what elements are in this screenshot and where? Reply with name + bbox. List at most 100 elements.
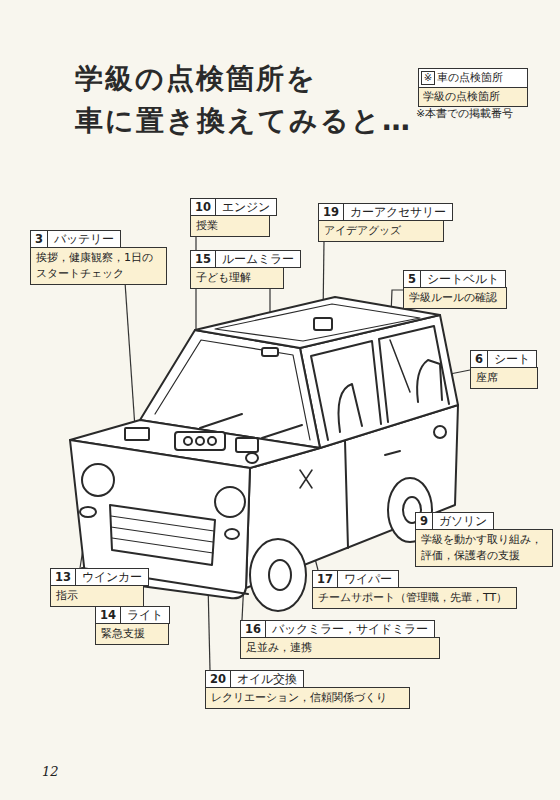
callout-number: 20 [206, 671, 231, 687]
car-part-name: ルームミラー [216, 251, 300, 267]
seat-belt [390, 340, 410, 392]
window-frame [311, 341, 381, 440]
front-seat [339, 384, 363, 432]
callout-header: 13ウインカー [50, 568, 149, 586]
engine-part [236, 438, 258, 452]
car-part-name: バックミラー，サイドミラー [266, 621, 434, 637]
callout-number: 14 [96, 607, 121, 623]
callout-header: 10エンジン [190, 198, 277, 216]
car-part-name: シート [488, 351, 536, 367]
page-number: 12 [42, 764, 59, 779]
engine-block [175, 432, 225, 450]
callout-number: 13 [51, 569, 76, 585]
class-check-item: 学級を動かす取り組み， 評価，保護者の支援 [415, 529, 553, 567]
callout-number: 10 [191, 199, 216, 215]
grille [110, 505, 215, 565]
headlight [82, 464, 114, 496]
class-check-item: 挨拶，健康観察，1日の スタートチェック [30, 247, 167, 285]
body-mark [300, 470, 312, 488]
callout-box: 5シートベルト学級ルールの確認 [403, 270, 507, 309]
callout-box: 17ワイパーチームサポート（管理職，先輩，TT） [312, 570, 517, 609]
callout-number: 3 [31, 231, 48, 247]
callout-box: 19カーアクセサリーアイデアグッズ [318, 203, 444, 242]
car-part-name: ライト [121, 607, 169, 623]
callout-header: 6シート [470, 350, 537, 368]
callout-number: 6 [471, 351, 488, 367]
side-mirror [246, 453, 258, 463]
door-line [345, 441, 348, 548]
class-check-item: 足並み，連携 [240, 637, 440, 659]
callout-header: 14ライト [95, 606, 170, 624]
callout-header: 16バックミラー，サイドミラー [240, 620, 435, 638]
callout-header: 9ガソリン [415, 512, 494, 530]
wiper [200, 414, 242, 428]
callout-box: 16バックミラー，サイドミラー足並み，連携 [240, 620, 440, 659]
callout-box: 20オイル交換レクリエーション，信頼関係づくり [205, 670, 410, 709]
callout-box: 3バッテリー挨拶，健康観察，1日の スタートチェック [30, 230, 167, 285]
headlight [215, 487, 245, 517]
class-check-item: 緊急支援 [95, 623, 169, 645]
grille-bar [112, 538, 213, 553]
callout-number: 16 [241, 621, 266, 637]
engine-part [208, 437, 216, 445]
callout-box: 15ルームミラー子ども理解 [190, 250, 284, 289]
callout-number: 19 [319, 204, 344, 220]
battery [125, 428, 149, 440]
legend-swatch: 学級の点検箇所 [419, 88, 527, 106]
callout-box: 9ガソリン学級を動かす取り組み， 評価，保護者の支援 [415, 512, 553, 567]
legend-number-mark: ※ [421, 71, 435, 85]
callout-number: 9 [416, 513, 433, 529]
class-check-item: レクリエーション，信頼関係づくり [205, 687, 410, 709]
car-front [70, 440, 250, 598]
class-check-item: 授業 [190, 215, 270, 237]
roof-cutaway [215, 304, 420, 341]
car [70, 297, 458, 611]
class-check-item: 指示 [50, 585, 144, 607]
body-mark [300, 470, 312, 488]
car-part-name: ガソリン [433, 513, 493, 529]
legend-row: 車の点検箇所 [419, 69, 527, 88]
callout-header: 19カーアクセサリー [318, 203, 453, 221]
legend-text: 車の点検箇所 [437, 71, 503, 84]
legend-text: 学級の点検箇所 [423, 90, 500, 103]
callout-box: 10エンジン授業 [190, 198, 270, 237]
callout-number: 17 [313, 571, 338, 587]
turn-signal [225, 529, 239, 539]
car-part-name: カーアクセサリー [344, 204, 452, 220]
callout-box: 13ウインカー指示 [50, 568, 144, 607]
wheel-hub [269, 560, 291, 590]
car-part-name: バッテリー [48, 231, 120, 247]
engine-part [196, 437, 204, 445]
class-check-item: 座席 [470, 367, 538, 389]
car-part-name: エンジン [216, 199, 276, 215]
engine-part [184, 437, 192, 445]
door-handle [385, 451, 400, 455]
class-check-item: アイデアグッズ [318, 220, 444, 242]
turn-signal [80, 507, 96, 517]
callout-header: 17ワイパー [312, 570, 399, 588]
callout-header: 20オイル交換 [205, 670, 304, 688]
car-part-name: オイル交換 [231, 671, 303, 687]
callout-header: 15ルームミラー [190, 250, 301, 268]
class-check-item: チームサポート（管理職，先輩，TT） [312, 587, 517, 609]
front-wheel [250, 539, 306, 611]
callout-number: 5 [404, 271, 421, 287]
legend-note: ※本書での掲載番号 [416, 106, 513, 121]
callout-number: 15 [191, 251, 216, 267]
car-accessory [314, 318, 332, 330]
car-part-name: ワイパー [338, 571, 398, 587]
class-check-item: 学級ルールの確認 [403, 287, 507, 309]
wiper [262, 425, 302, 438]
room-mirror [262, 348, 278, 356]
window-frame [379, 326, 449, 422]
diagram-title: 学級の点検箇所を 車に置き換えてみると… [75, 58, 420, 142]
leader-line [125, 282, 135, 428]
fuel-cap [434, 426, 446, 438]
callout-header: 5シートベルト [403, 270, 506, 288]
car-part-name: シートベルト [421, 271, 505, 287]
callout-box: 14ライト緊急支援 [95, 606, 169, 645]
rear-seat [417, 360, 442, 402]
callout-header: 3バッテリー [30, 230, 121, 248]
class-check-item: 子ども理解 [190, 267, 284, 289]
